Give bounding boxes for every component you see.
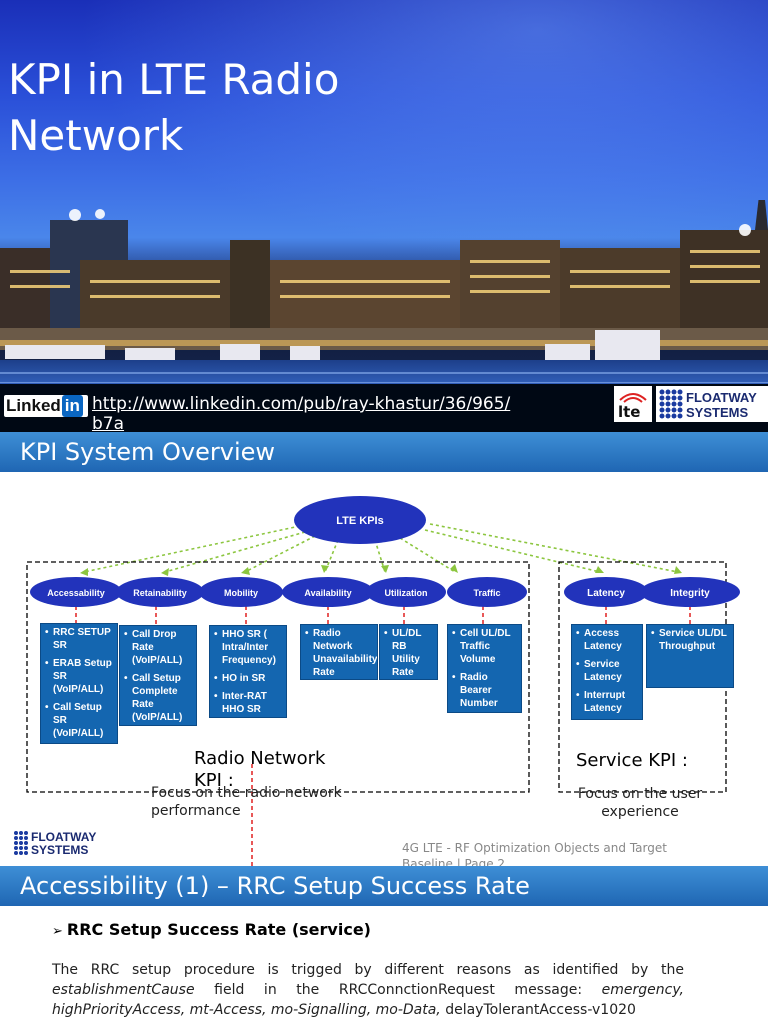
kpi-item: Call Setup Complete Rate (VoIP/ALL) xyxy=(124,672,192,724)
paragraph-emphasis: emergency, highPriorityAccess, mt-Access… xyxy=(52,982,684,1018)
paragraph-text: The RRC setup procedure is trigged by di… xyxy=(52,962,684,978)
paragraph-text: field in the RRCConnctionRequest message… xyxy=(194,982,602,998)
kpi-item: ERAB Setup SR (VoIP/ALL) xyxy=(45,657,113,696)
linkedin-logo-in: in xyxy=(61,395,83,417)
bullet-heading: ➢RRC Setup Success Rate (service) xyxy=(52,920,371,939)
category-integrity xyxy=(640,577,740,607)
kpi-hierarchy-diagram: LTE KPIs Accessability Retainability Mob… xyxy=(26,496,740,866)
category-utilization xyxy=(366,577,446,607)
paragraph-text: delayTolerantAccess-v1020 xyxy=(440,1002,636,1018)
body-paragraph: The RRC setup procedure is trigged by di… xyxy=(52,960,684,1020)
kpi-item: Interrupt Latency xyxy=(576,689,638,715)
floatway-logo-line2: SYSTEMS xyxy=(686,405,748,420)
kpi-item: RRC SETUP SR xyxy=(45,626,113,652)
utilization-kpi-box: UL/DL RB Utility Rate xyxy=(379,624,438,680)
bullet-heading-text: RRC Setup Success Rate (service) xyxy=(66,920,371,939)
kpi-item: Cell UL/DL Traffic Volume xyxy=(452,627,517,666)
kpi-item: Service UL/DL Throughput xyxy=(651,627,729,653)
integrity-kpi-box: Service UL/DL Throughput xyxy=(646,624,734,688)
kpi-item: Call Drop Rate (VoIP/ALL) xyxy=(124,628,192,667)
category-mobility xyxy=(199,577,283,607)
latency-kpi-box: Access Latency Service Latency Interrupt… xyxy=(571,624,643,720)
kpi-item: Inter-RAT HHO SR xyxy=(214,690,282,716)
category-availability-label: Availability xyxy=(304,588,351,598)
arrow-bullet-icon: ➢ xyxy=(52,924,63,939)
kpi-item: HO in SR xyxy=(214,672,282,685)
floatway-dots-icon xyxy=(659,389,683,419)
category-nodes: Accessability Retainability Mobility Ava… xyxy=(30,577,740,607)
mobility-kpi-box: HHO SR ( Intra/Inter Frequency) HO in SR… xyxy=(209,625,287,718)
kpi-item: Service Latency xyxy=(576,658,638,684)
accessibility-slide: Accessibility (1) – RRC Setup Success Ra… xyxy=(0,866,768,1024)
accessability-kpi-box: RRC SETUP SR ERAB Setup SR (VoIP/ALL) Ca… xyxy=(40,623,118,744)
linkedin-profile-link[interactable]: http://www.linkedin.com/pub/ray-khastur/… xyxy=(92,394,511,432)
radio-kpi-description: Focus on the radio network performance xyxy=(151,785,342,819)
category-retainability xyxy=(116,577,204,607)
category-retainability-label: Retainability xyxy=(133,588,187,598)
paragraph-emphasis: establishmentCause xyxy=(52,982,195,998)
floatway-logo: FLOATWAY SYSTEMS xyxy=(12,828,108,858)
kpi-item: Radio Bearer Number xyxy=(452,671,517,710)
radio-kpi-label: Radio Network KPI : xyxy=(194,748,326,791)
availability-kpi-box: Radio Network Unavailability Rate xyxy=(300,624,378,680)
category-latency-label: Latency xyxy=(587,588,625,599)
category-utilization-label: Utilization xyxy=(385,588,428,598)
category-mobility-label: Mobility xyxy=(224,588,258,598)
service-kpi-description: Focus on the user experience xyxy=(577,786,703,820)
hierarchy-connectors xyxy=(83,523,679,573)
kpi-item: Access Latency xyxy=(576,627,638,653)
lte-kpis-label: LTE KPIs xyxy=(336,515,383,527)
kpi-item: UL/DL RB Utility Rate xyxy=(384,627,433,679)
floatway-logo-line1: FLOATWAY xyxy=(686,390,757,405)
category-accessability xyxy=(30,577,122,607)
linkedin-logo-text: Linked xyxy=(6,396,61,415)
radio-kpi-group xyxy=(26,561,530,793)
floatway-line2: SYSTEMS xyxy=(31,843,88,857)
category-accessability-label: Accessability xyxy=(47,588,105,598)
category-traffic-label: Traffic xyxy=(473,588,500,598)
lte-logo: lte xyxy=(614,386,652,422)
category-availability xyxy=(282,577,374,607)
traffic-kpi-box: Cell UL/DL Traffic Volume Radio Bearer N… xyxy=(447,624,522,713)
category-traffic xyxy=(447,577,527,607)
floatway-line1: FLOATWAY xyxy=(31,830,96,844)
category-latency xyxy=(564,577,648,607)
lte-kpis-node xyxy=(294,496,426,544)
red-connectors xyxy=(75,606,691,866)
service-kpi-label: Service KPI : xyxy=(576,750,688,771)
kpi-item: Call Setup SR (VoIP/ALL) xyxy=(45,701,113,740)
lte-logo-text: lte xyxy=(618,403,641,421)
retainability-kpi-box: Call Drop Rate (VoIP/ALL) Call Setup Com… xyxy=(119,625,197,726)
slide-heading: Accessibility (1) – RRC Setup Success Ra… xyxy=(0,866,768,906)
slide-heading: KPI System Overview xyxy=(0,432,768,472)
floatway-dots-icon xyxy=(14,831,28,855)
category-integrity-label: Integrity xyxy=(670,588,710,599)
slide-title: KPI in LTE Radio Network xyxy=(8,55,340,160)
kpi-item: Radio Network Unavailability Rate xyxy=(305,627,377,679)
kpi-overview-slide: KPI System Overview xyxy=(0,432,768,866)
floatway-logo: FLOATWAY SYSTEMS xyxy=(656,386,768,422)
kpi-item: HHO SR ( Intra/Inter Frequency) xyxy=(214,628,282,667)
slide-footer: 4G LTE - RF Optimization Objects and Tar… xyxy=(402,841,667,866)
